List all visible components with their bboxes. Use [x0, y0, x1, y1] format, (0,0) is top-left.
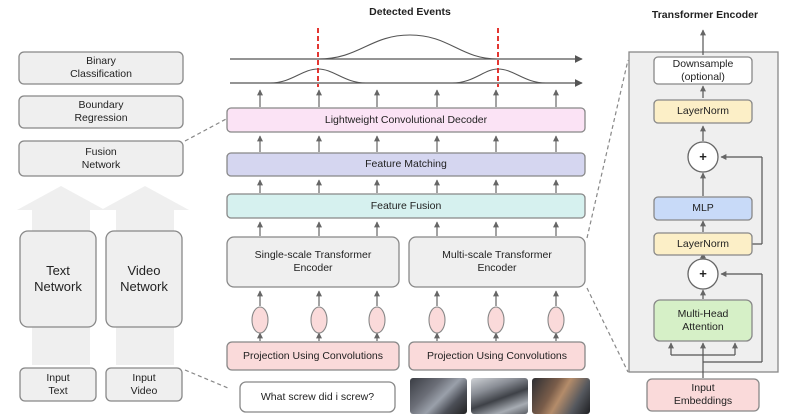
boundary-curve-right: [451, 68, 547, 84]
mlp-box: [653, 196, 753, 221]
attention-box: [653, 299, 753, 342]
downsample-label: Downsample (optional): [672, 57, 734, 83]
zoom-connector-encoder-top: [586, 59, 629, 239]
projection-left-label: Projection Using Convolutions: [242, 349, 384, 362]
feature-matching-box: [226, 152, 586, 177]
input-text-box: [19, 367, 97, 402]
input-text-label: Input Text: [46, 371, 70, 397]
single-scale-encoder-box: [226, 236, 400, 288]
token-embeddings: [251, 306, 565, 334]
layernorm-top-box: [653, 99, 753, 124]
add-top-node: [687, 141, 719, 173]
input-video-box: [105, 367, 183, 402]
downsample-box: [653, 56, 753, 85]
matching-output-arrows: [257, 135, 559, 152]
add-top-label: +: [699, 149, 707, 164]
add-bottom-node: [687, 258, 719, 290]
token-arrows: [257, 290, 559, 341]
query-text-label: What screw did i screw?: [260, 390, 375, 403]
feature-matching-label: Feature Matching: [365, 158, 447, 170]
decoder-label: Lightweight Convolutional Decoder: [324, 113, 488, 126]
binary-classification-label: Binary Classification: [70, 55, 132, 80]
projection-left-box: [226, 341, 400, 371]
feature-fusion-box: [226, 193, 586, 219]
zoom-connector-top: [184, 117, 229, 142]
zoom-connector-bottom: [184, 369, 229, 389]
video-frame-1: [410, 378, 467, 414]
text-network-box: [19, 230, 97, 328]
video-network-label: Video Network: [120, 263, 168, 294]
mlp-label: MLP: [692, 202, 714, 214]
multi-scale-encoder-label: Multi-scale Transformer Encoder: [442, 249, 552, 274]
layernorm-top-label: LayerNorm: [677, 105, 729, 117]
projection-right-label: Projection Using Convolutions: [426, 349, 568, 362]
fusion-network-box: [18, 140, 184, 177]
video-frame-3: [532, 378, 590, 414]
boundary-regression-box: [18, 95, 184, 129]
binary-classification-box: [18, 51, 184, 85]
decoder-output-arrows: [257, 89, 559, 107]
add-bottom-label: +: [699, 266, 707, 281]
query-text-box: [239, 381, 396, 413]
encoder-output-arrows: [257, 221, 559, 236]
text-network-label: Text Network: [34, 263, 82, 294]
fusion-output-arrows: [257, 179, 559, 193]
input-embeddings-label: Input Embeddings: [673, 382, 733, 407]
attention-label: Multi-Head Attention: [677, 307, 729, 333]
single-scale-encoder-label: Single-scale Transformer Encoder: [254, 249, 372, 274]
encoder-flow: [668, 29, 763, 378]
layernorm-bottom-label: LayerNorm: [677, 237, 729, 250]
detected-events-title: Detected Events: [369, 5, 451, 18]
feature-fusion-label: Feature Fusion: [370, 199, 442, 212]
projection-right-box: [408, 341, 586, 371]
layernorm-bottom-box: [653, 232, 753, 256]
multi-scale-encoder-box: [408, 236, 586, 288]
decoder-box: [226, 107, 586, 133]
boundary-curve-top: [317, 34, 499, 60]
fusion-network-label: Fusion Network: [81, 145, 121, 171]
video-frame-2: [471, 378, 528, 414]
input-embeddings-box: [646, 378, 760, 412]
boundary-regression-label: Boundary Regression: [74, 99, 128, 124]
zoom-connector-encoder-bottom: [586, 287, 629, 373]
transformer-encoder-title: Transformer Encoder: [651, 8, 759, 21]
video-network-box: [105, 230, 183, 328]
input-video-label: Input Video: [130, 371, 158, 397]
